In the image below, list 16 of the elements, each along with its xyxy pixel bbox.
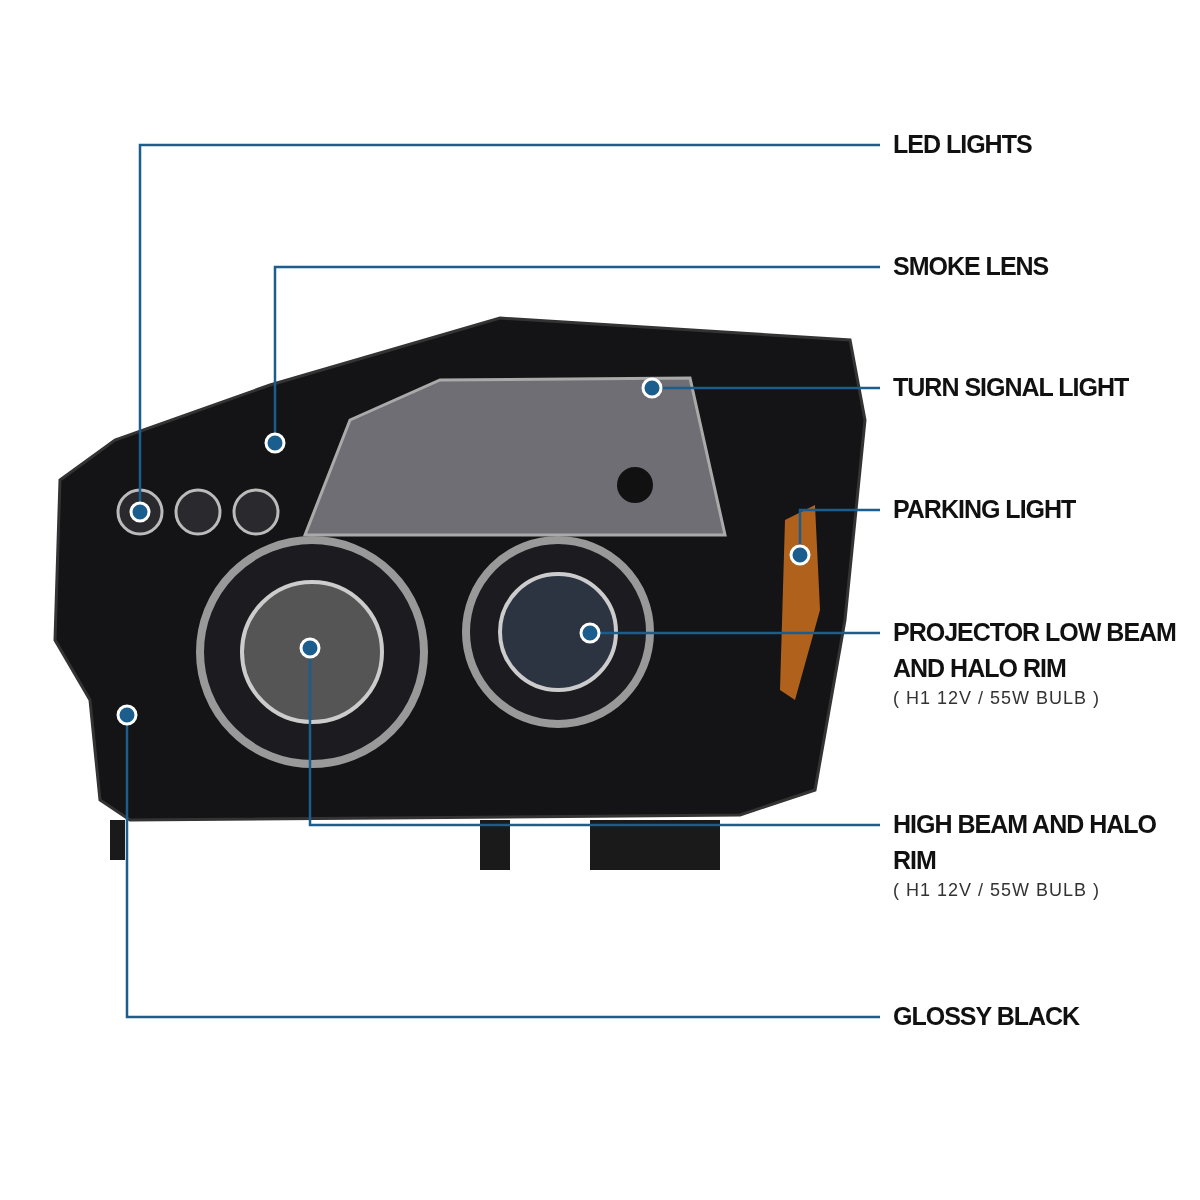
callout-label: HIGH BEAM AND HALO RIM: [893, 809, 1157, 876]
callout-label: PROJECTOR LOW BEAM AND HALO RIM: [893, 617, 1177, 684]
bulb-spec-note: ( H1 12V / 55W BULB ): [893, 688, 1102, 709]
leader-line: [129, 143, 880, 523]
leader-line: [579, 622, 880, 644]
callout-label: TURN SIGNAL LIGHT: [893, 372, 1130, 403]
leader-line: [299, 637, 880, 827]
leader-line: [116, 704, 880, 1019]
leader-line: [264, 265, 880, 454]
leader-line: [789, 508, 880, 566]
bulb-spec-note: ( H1 12V / 55W BULB ): [893, 880, 1102, 901]
callout-label: GLOSSY BLACK: [893, 1001, 1081, 1032]
leader-line: [641, 377, 880, 399]
callout-label: PARKING LIGHT: [893, 494, 1077, 525]
callout-label: SMOKE LENS: [893, 251, 1050, 282]
callout-label: LED LIGHTS: [893, 129, 1033, 160]
